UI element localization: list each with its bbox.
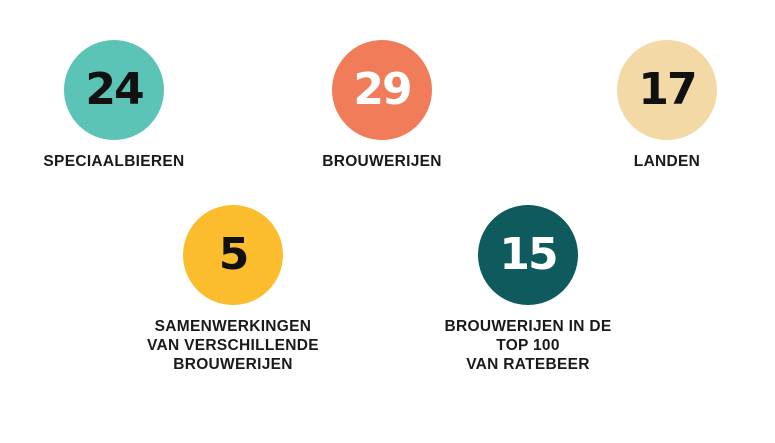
stat-samenwerkingen: 5 SAMENWERKINGEN VAN VERSCHILLENDE BROUW…	[113, 205, 353, 374]
stat-landen: 17 LANDEN	[547, 40, 775, 171]
stat-label: SAMENWERKINGEN VAN VERSCHILLENDE BROUWER…	[147, 317, 319, 374]
stat-brouwerijen: 29 BROUWERIJEN	[262, 40, 502, 171]
stat-number: 15	[499, 229, 558, 280]
stat-circle: 5	[183, 205, 283, 305]
stat-circle: 17	[617, 40, 717, 140]
stat-label-line: SPECIAALBIEREN	[43, 153, 185, 170]
stat-number: 5	[218, 229, 250, 280]
stat-ratebeer-top100: 15 BROUWERIJEN IN DE TOP 100 VAN RATEBEE…	[408, 205, 648, 374]
stat-circle: 15	[478, 205, 578, 305]
stat-label-line: VAN VERSCHILLENDE	[147, 337, 319, 354]
stat-label-line: SAMENWERKINGEN	[154, 318, 312, 335]
stat-circle: 29	[332, 40, 432, 140]
stat-label-line: BROUWERIJEN IN DE	[444, 318, 612, 335]
stat-speciaalbieren: 24 SPECIAALBIEREN	[0, 40, 234, 171]
stat-number: 17	[638, 64, 697, 115]
stat-label-line: BROUWERIJEN	[173, 356, 293, 373]
stat-number: 29	[353, 64, 412, 115]
stat-label: BROUWERIJEN	[322, 152, 442, 171]
stat-label: SPECIAALBIEREN	[43, 152, 184, 171]
stat-label-line: LANDEN	[633, 153, 701, 170]
stat-label-line: TOP 100	[496, 337, 560, 354]
stat-label-line: BROUWERIJEN	[322, 153, 442, 170]
stat-number: 24	[85, 64, 144, 115]
stat-circle: 24	[64, 40, 164, 140]
stat-label: LANDEN	[634, 152, 700, 171]
stat-label-line: VAN RATEBEER	[466, 356, 590, 373]
stat-label: BROUWERIJEN IN DE TOP 100 VAN RATEBEER	[444, 317, 611, 374]
